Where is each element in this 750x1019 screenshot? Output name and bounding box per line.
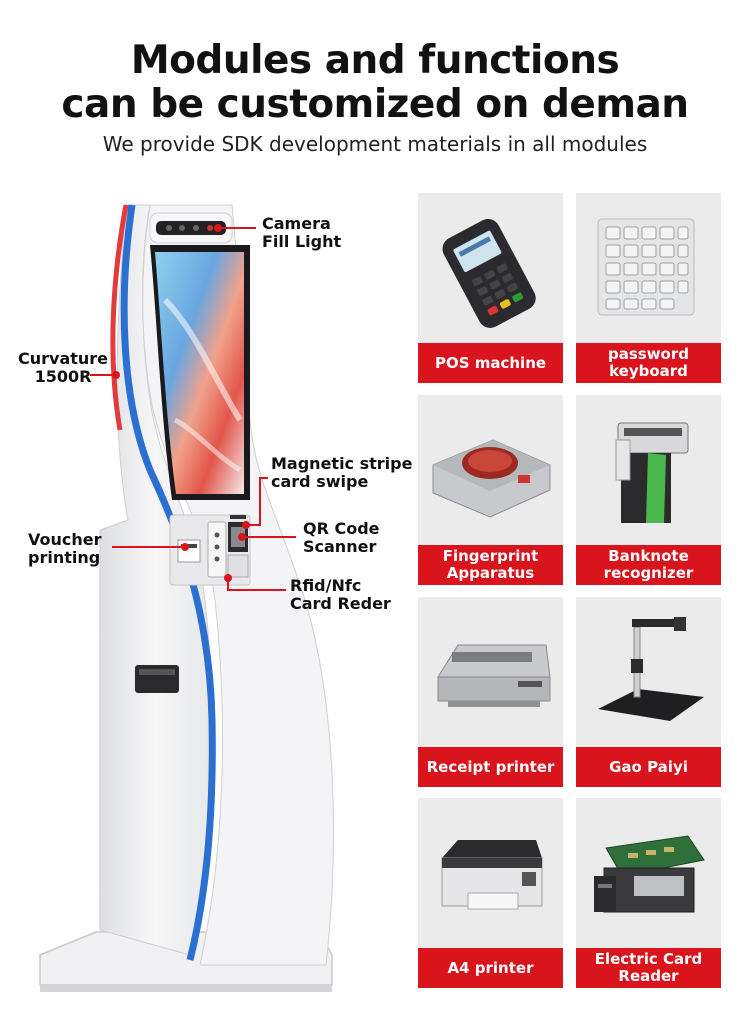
rfid-callout: Rfid/Nfc Card Reder — [290, 577, 391, 613]
keypad-icon — [597, 218, 695, 316]
receipt-printer-icon — [437, 644, 551, 707]
qr-code-callout: QR Code Scanner — [303, 520, 380, 556]
curvature-edge — [110, 204, 129, 431]
a4-printer-icon — [441, 840, 543, 910]
module-card-receipt-printer: Receipt printer — [418, 597, 563, 787]
module-card-pos-machine: POS machine — [418, 193, 563, 383]
touch-screen — [150, 245, 250, 500]
module-label: Gao Paiyi — [576, 747, 721, 787]
rfid-label-line2: Card Reder — [290, 594, 391, 613]
curvature-value: 1500R — [34, 367, 92, 386]
page-title-line-1: Modules and functions — [130, 38, 620, 83]
camera-callout: Camera Fill Light — [262, 215, 341, 251]
banknote-recognizer-icon — [615, 422, 689, 523]
magnetic-stripe-label-line2: card swipe — [271, 472, 369, 491]
module-card-a4-printer: A4 printer — [418, 798, 563, 988]
page-subtitle: We provide SDK development materials in … — [102, 132, 648, 156]
module-label: Receipt printer — [418, 747, 563, 787]
voucher-callout: Voucher printing — [28, 531, 102, 567]
camera-label: Camera — [262, 214, 331, 233]
qr-label-line1: QR Code — [303, 519, 380, 538]
curvature-label: Curvature — [18, 349, 109, 368]
magnetic-stripe-label-line1: Magnetic stripe — [271, 454, 413, 473]
callout-dots — [112, 224, 250, 582]
voucher-label-line1: Voucher — [28, 530, 102, 549]
rfid-label-line1: Rfid/Nfc — [290, 576, 362, 595]
fingerprint-reader-icon — [432, 439, 551, 518]
card-reader-icon — [594, 835, 705, 913]
module-label: A4 printer — [418, 948, 563, 988]
module-card-gao-paiyi: Gao Paiyi — [576, 597, 721, 787]
qr-label-line2: Scanner — [303, 537, 377, 556]
kiosk-illustration — [39, 204, 334, 992]
voucher-label-line2: printing — [28, 548, 101, 567]
document-camera-icon — [598, 617, 704, 721]
module-label: POS machine — [418, 343, 563, 383]
magnetic-stripe-callout: Magnetic stripe card swipe — [271, 455, 412, 491]
module-panel — [169, 514, 251, 586]
fill-light-label: Fill Light — [262, 232, 342, 251]
curvature-callout: Curvature 1500R — [18, 350, 108, 386]
pos-machine-icon — [442, 218, 536, 328]
page-title-line-2: can be customized on deman — [61, 82, 689, 127]
callout-lines — [90, 227, 296, 591]
